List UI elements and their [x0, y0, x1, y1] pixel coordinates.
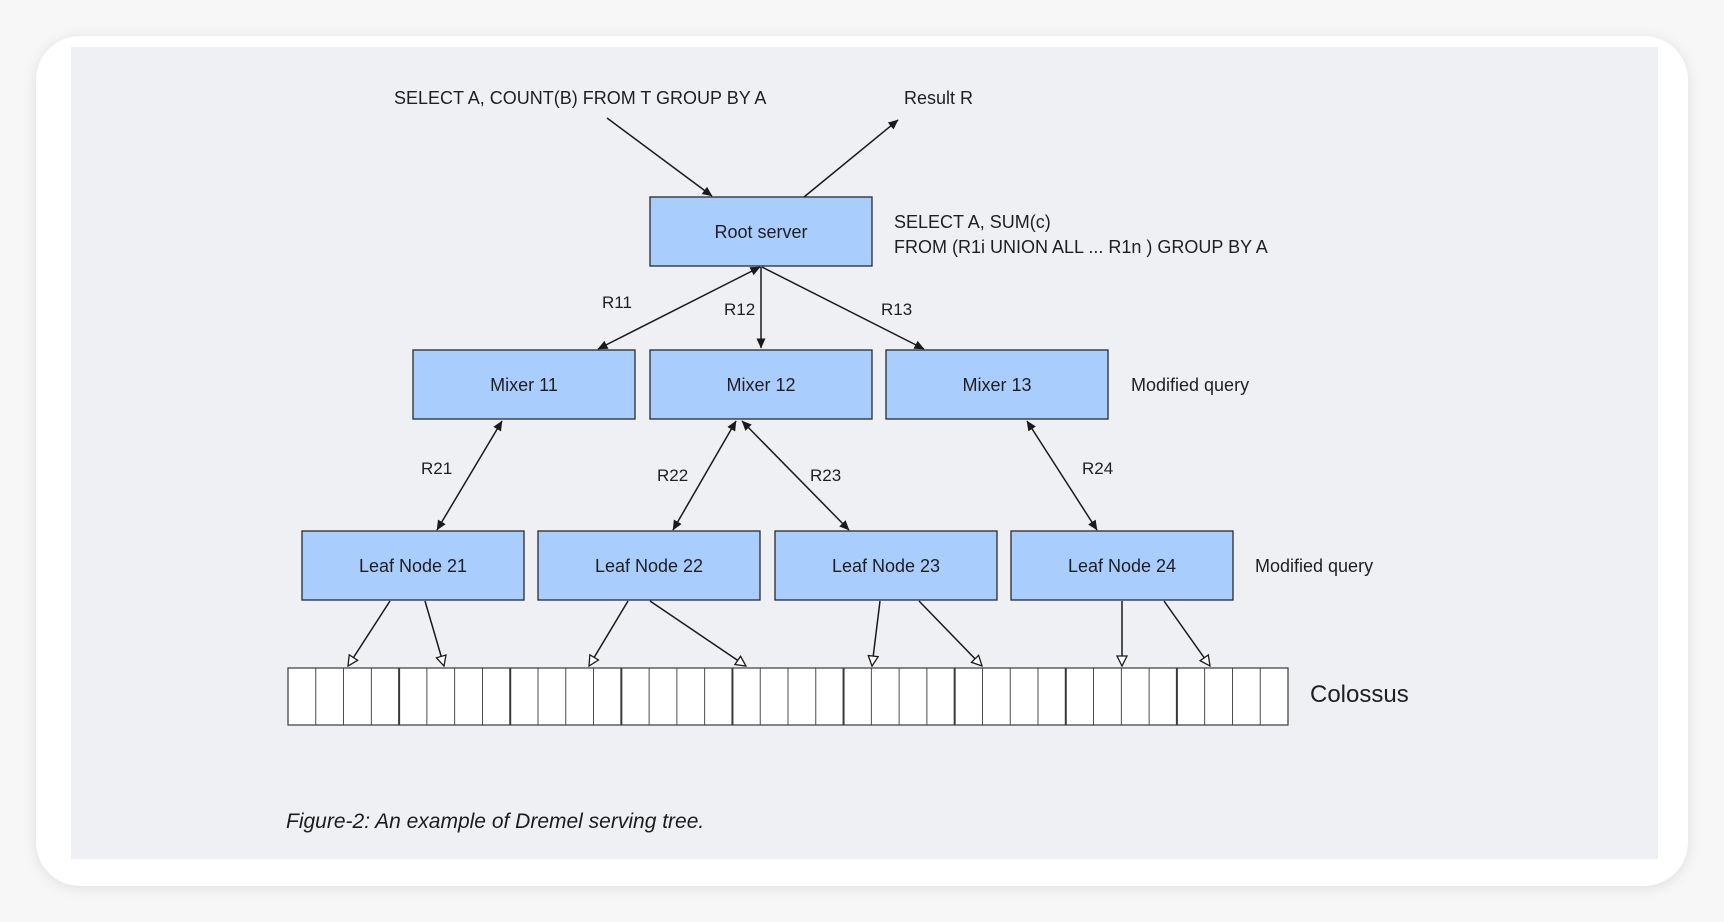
edge-leaf23-storage-b	[918, 600, 982, 666]
edge-leaf22-storage-a	[589, 600, 629, 666]
leaf-node-21-label: Leaf Node 21	[359, 556, 467, 576]
figure-caption: Figure-2: An example of Dremel serving t…	[286, 810, 705, 833]
edge-leaf21-storage-b	[424, 600, 444, 666]
leaf-node-22	[537, 530, 761, 601]
result-text: Result R	[904, 88, 973, 108]
mixer-note: Modified query	[1131, 375, 1249, 395]
leaf-node-23	[774, 530, 998, 601]
edge-leaf24-storage-b	[1163, 600, 1210, 666]
root-server-label: Root server	[714, 222, 807, 242]
root-query-line2: FROM (R1i UNION ALL ... R1n ) GROUP BY A	[894, 237, 1268, 257]
edge-label-r12: R12	[724, 300, 755, 319]
edge-leaf23-storage-a	[872, 600, 881, 666]
edge-label-r13: R13	[881, 300, 912, 319]
root-query-line1: SELECT A, SUM(c)	[894, 212, 1051, 232]
mixer-13-node	[885, 349, 1109, 420]
edge-mixer13-leaf24	[1026, 420, 1098, 531]
edge-mixer11-leaf21	[436, 420, 503, 531]
edge-label-r11: R11	[602, 293, 632, 312]
edge-mixer12-leaf22	[672, 420, 737, 531]
storage-label: Colossus	[1310, 681, 1409, 708]
edge-root-mixer13	[761, 266, 925, 350]
edge-leaf21-storage-a	[348, 600, 391, 666]
colossus-storage-strip	[287, 667, 1289, 726]
mixer-13-label: Mixer 13	[962, 375, 1031, 395]
edge-mixer12-leaf23	[741, 420, 850, 531]
mixer-12-label: Mixer 12	[726, 375, 795, 395]
result-out-edge	[803, 119, 899, 198]
leaf-node-22-label: Leaf Node 22	[595, 556, 703, 576]
leaf-node-21	[301, 530, 525, 601]
mixer-12-node	[649, 349, 873, 420]
leaf-note: Modified query	[1255, 556, 1373, 576]
mixer-11-label: Mixer 11	[490, 375, 558, 395]
query-in-edge	[606, 117, 713, 197]
mixer-11-node	[412, 349, 636, 420]
edge-label-r21: R21	[421, 459, 452, 478]
leaf-node-24-label: Leaf Node 24	[1068, 556, 1176, 576]
edge-label-r24: R24	[1082, 459, 1113, 478]
root-server-node	[649, 196, 873, 267]
edge-label-r23: R23	[810, 466, 841, 485]
edge-root-mixer11	[597, 266, 761, 350]
leaf-node-24	[1010, 530, 1234, 601]
top-query-text: SELECT A, COUNT(B) FROM T GROUP BY A	[394, 88, 766, 108]
leaf-node-23-label: Leaf Node 23	[832, 556, 940, 576]
edge-leaf22-storage-b	[649, 600, 746, 666]
storage-cells	[315, 668, 1261, 725]
edge-label-r22: R22	[657, 466, 688, 485]
